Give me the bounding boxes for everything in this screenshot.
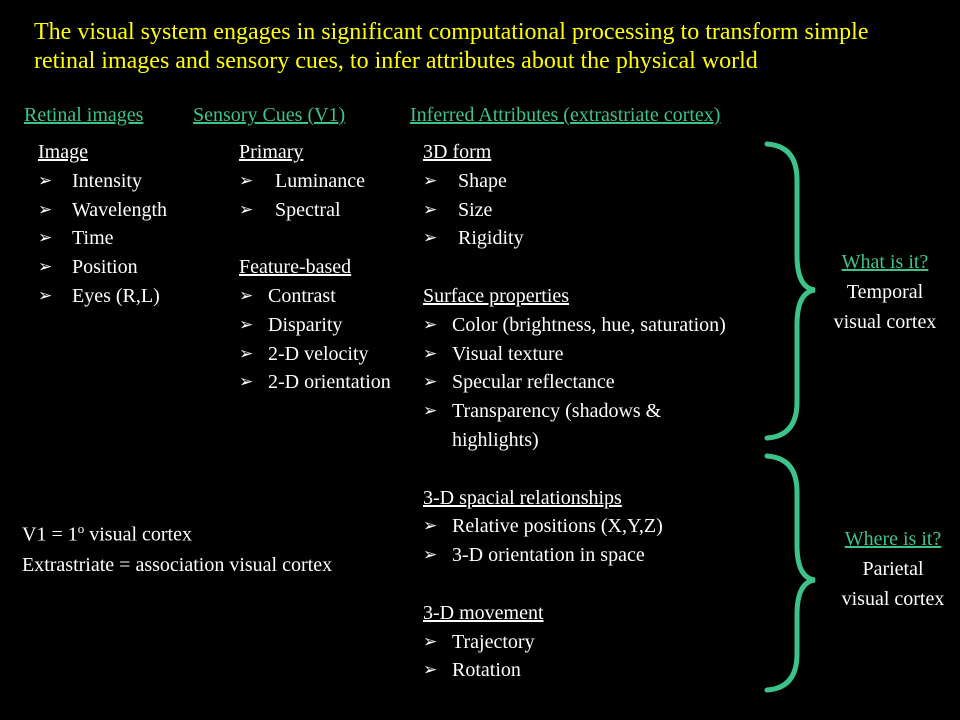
sensory-cue-list: Primary Luminance Spectral Feature-based… [239,138,391,397]
v1-definition: V1 = 1o visual cortex [22,521,192,546]
lower-brace [764,453,816,693]
header-sensory-cues: Sensory Cues (V1) [193,104,346,126]
what-question: What is it? [841,251,929,273]
list-item: Rotation [423,656,726,685]
what-label-group: What is it? Temporal visual cortex [812,247,958,337]
list-item: 2-D velocity [239,340,391,369]
feature-based-heading: Feature-based [239,256,352,279]
list-item: Color (brightness, hue, saturation) [423,311,726,340]
list-item: 2-D orientation [239,368,391,397]
image-heading: Image [38,141,88,163]
list-item: Disparity [239,311,391,340]
header-retinal-images: Retinal images [24,104,144,126]
list-item: Size [423,196,726,225]
list-item: Eyes (R,L) [38,282,167,311]
list-item: Transparency (shadows & [423,397,726,426]
retinal-image-list: Image Intensity Wavelength Time Position… [38,138,167,311]
list-item: 3-D orientation in space [423,541,726,570]
list-item: Shape [423,167,726,196]
slide-title: The visual system engages in significant… [34,19,869,74]
where-label-group: Where is it? Parietal visual cortex [820,524,960,614]
list-item: Relative positions (X,Y,Z) [423,512,726,541]
list-item: Specular reflectance [423,368,726,397]
primary-heading: Primary [239,141,304,163]
extrastriate-definition: Extrastriate = association visual cortex [22,553,333,576]
list-item: Intensity [38,167,167,196]
surface-properties-heading: Surface properties [423,284,570,307]
list-item: Time [38,224,167,253]
list-item: Spectral [239,196,391,225]
where-region-line2: visual cortex [841,588,945,610]
list-item: Visual texture [423,340,726,369]
3d-form-heading: 3D form [423,141,492,163]
definitions-note: V1 = 1o visual cortex Extrastriate = ass… [22,514,332,580]
where-question: Where is it? [844,528,942,550]
list-item: Trajectory [423,628,726,657]
list-item-continuation: highlights) [452,428,539,451]
what-region: Temporal [846,281,924,303]
list-item: Rigidity [423,224,726,253]
inferred-attribute-list: 3D form Shape Size Rigidity Surface prop… [423,138,726,685]
list-item: Position [38,253,167,282]
where-region: Parietal [862,558,924,580]
upper-brace [764,141,816,441]
spatial-relationships-heading: 3-D spacial relationships [423,486,622,509]
what-region-line2: visual cortex [833,311,937,333]
list-item: Contrast [239,282,391,311]
header-inferred-attributes: Inferred Attributes (extrastriate cortex… [410,104,721,126]
list-item: Wavelength [38,196,167,225]
list-item: Luminance [239,167,391,196]
3d-movement-heading: 3-D movement [423,601,544,624]
